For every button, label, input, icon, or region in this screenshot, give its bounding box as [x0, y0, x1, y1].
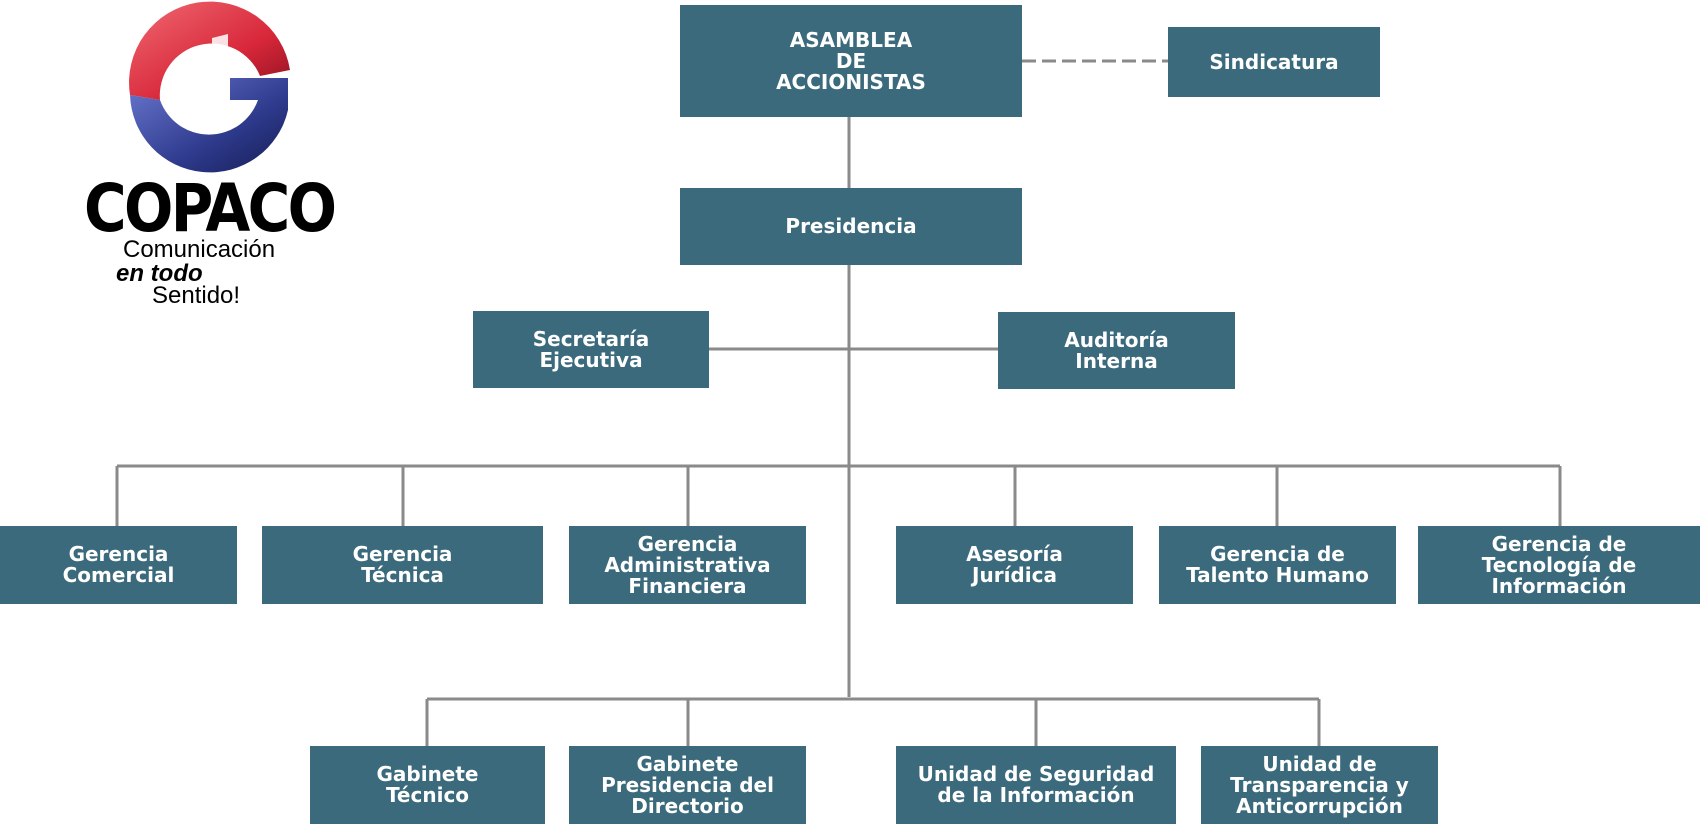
node-secretaria: Secretaría Ejecutiva: [473, 311, 709, 388]
node-sindicatura-line-1: Sindicatura: [1209, 49, 1339, 74]
node-gerencia-tecnologia-line-2: Tecnología de: [1481, 552, 1637, 577]
copaco-logo: COPACO Comunicación en todo Sentido!: [80, 0, 337, 320]
logo-tagline-2: en todo: [116, 260, 203, 287]
node-asamblea-line-1: ASAMBLEA: [789, 27, 913, 52]
node-gerencia-tecnica: Gerencia Técnica: [262, 526, 543, 604]
node-gerencia-tecnica-line-2: Técnica: [361, 563, 444, 587]
node-gabinete-tecnico-line-1: Gabinete: [376, 762, 479, 786]
node-gerencia-talento-humano: Gerencia de Talento Humano: [1159, 526, 1396, 604]
node-gabinete-presidencia-line-3: Directorio: [631, 793, 744, 818]
node-gerencia-administrativa-line-3: Financiera: [628, 573, 747, 598]
node-gerencia-tecnologia-line-1: Gerencia de: [1491, 531, 1627, 556]
node-asesoria-line-1: Asesoría: [966, 542, 1063, 566]
node-secretaria-line-1: Secretaría: [532, 326, 650, 351]
node-gabinete-tecnico-line-2: Técnico: [385, 783, 470, 807]
node-unidad-seguridad-line-2: de la Información: [937, 783, 1135, 807]
node-gabinete-presidencia: Gabinete Presidencia del Directorio: [569, 746, 806, 824]
node-gerencia-administrativa: Gerencia Administrativa Financiera: [569, 526, 806, 604]
node-asamblea: ASAMBLEA DE ACCIONISTAS: [680, 5, 1022, 117]
node-gerencia-talento-line-1: Gerencia de: [1210, 542, 1345, 566]
node-auditoria: Auditoría Interna: [998, 312, 1235, 389]
node-gerencia-tecnologia: Gerencia de Tecnología de Información: [1418, 526, 1700, 604]
node-asesoria-line-2: Jurídica: [972, 563, 1057, 587]
node-gerencia-administrativa-line-2: Administrativa: [604, 552, 771, 577]
logo-brand-text: COPACO: [84, 170, 337, 247]
node-gerencia-comercial-line-2: Comercial: [62, 563, 175, 587]
node-gerencia-comercial: Gerencia Comercial: [0, 526, 237, 604]
node-sindicatura: Sindicatura: [1168, 27, 1380, 97]
node-gerencia-tecnologia-line-3: Información: [1491, 573, 1627, 598]
node-gerencia-talento-line-2: Talento Humano: [1186, 563, 1369, 587]
node-presidencia-line-1: Presidencia: [785, 214, 917, 238]
logo-emblem: [129, 1, 290, 173]
node-gerencia-administrativa-line-1: Gerencia: [637, 531, 738, 556]
node-unidad-seguridad-line-1: Unidad de Seguridad: [917, 762, 1155, 786]
node-unidad-transparencia-line-1: Unidad de: [1262, 751, 1377, 776]
node-auditoria-line-1: Auditoría: [1064, 327, 1169, 352]
logo-tagline-1: Comunicación: [123, 236, 276, 263]
node-presidencia: Presidencia: [680, 188, 1022, 265]
node-unidad-transparencia-line-2: Transparencia y: [1230, 772, 1409, 797]
node-unidad-transparencia-line-3: Anticorrupción: [1236, 793, 1403, 818]
node-asamblea-line-2: DE: [835, 48, 867, 73]
logo-tagline-3: Sentido!: [152, 282, 241, 309]
node-secretaria-line-2: Ejecutiva: [539, 347, 643, 372]
node-asamblea-line-3: ACCIONISTAS: [776, 69, 926, 94]
node-gerencia-tecnica-line-1: Gerencia: [352, 542, 453, 566]
node-gabinete-presidencia-line-2: Presidencia del: [601, 772, 774, 797]
node-gabinete-tecnico: Gabinete Técnico: [310, 746, 545, 824]
node-asesoria-juridica: Asesoría Jurídica: [896, 526, 1133, 604]
node-unidad-transparencia: Unidad de Transparencia y Anticorrupción: [1201, 746, 1438, 824]
node-gabinete-presidencia-line-1: Gabinete: [636, 751, 739, 776]
node-gerencia-comercial-line-1: Gerencia: [68, 542, 169, 566]
node-unidad-seguridad: Unidad de Seguridad de la Información: [896, 746, 1176, 824]
node-auditoria-line-2: Interna: [1075, 348, 1158, 373]
